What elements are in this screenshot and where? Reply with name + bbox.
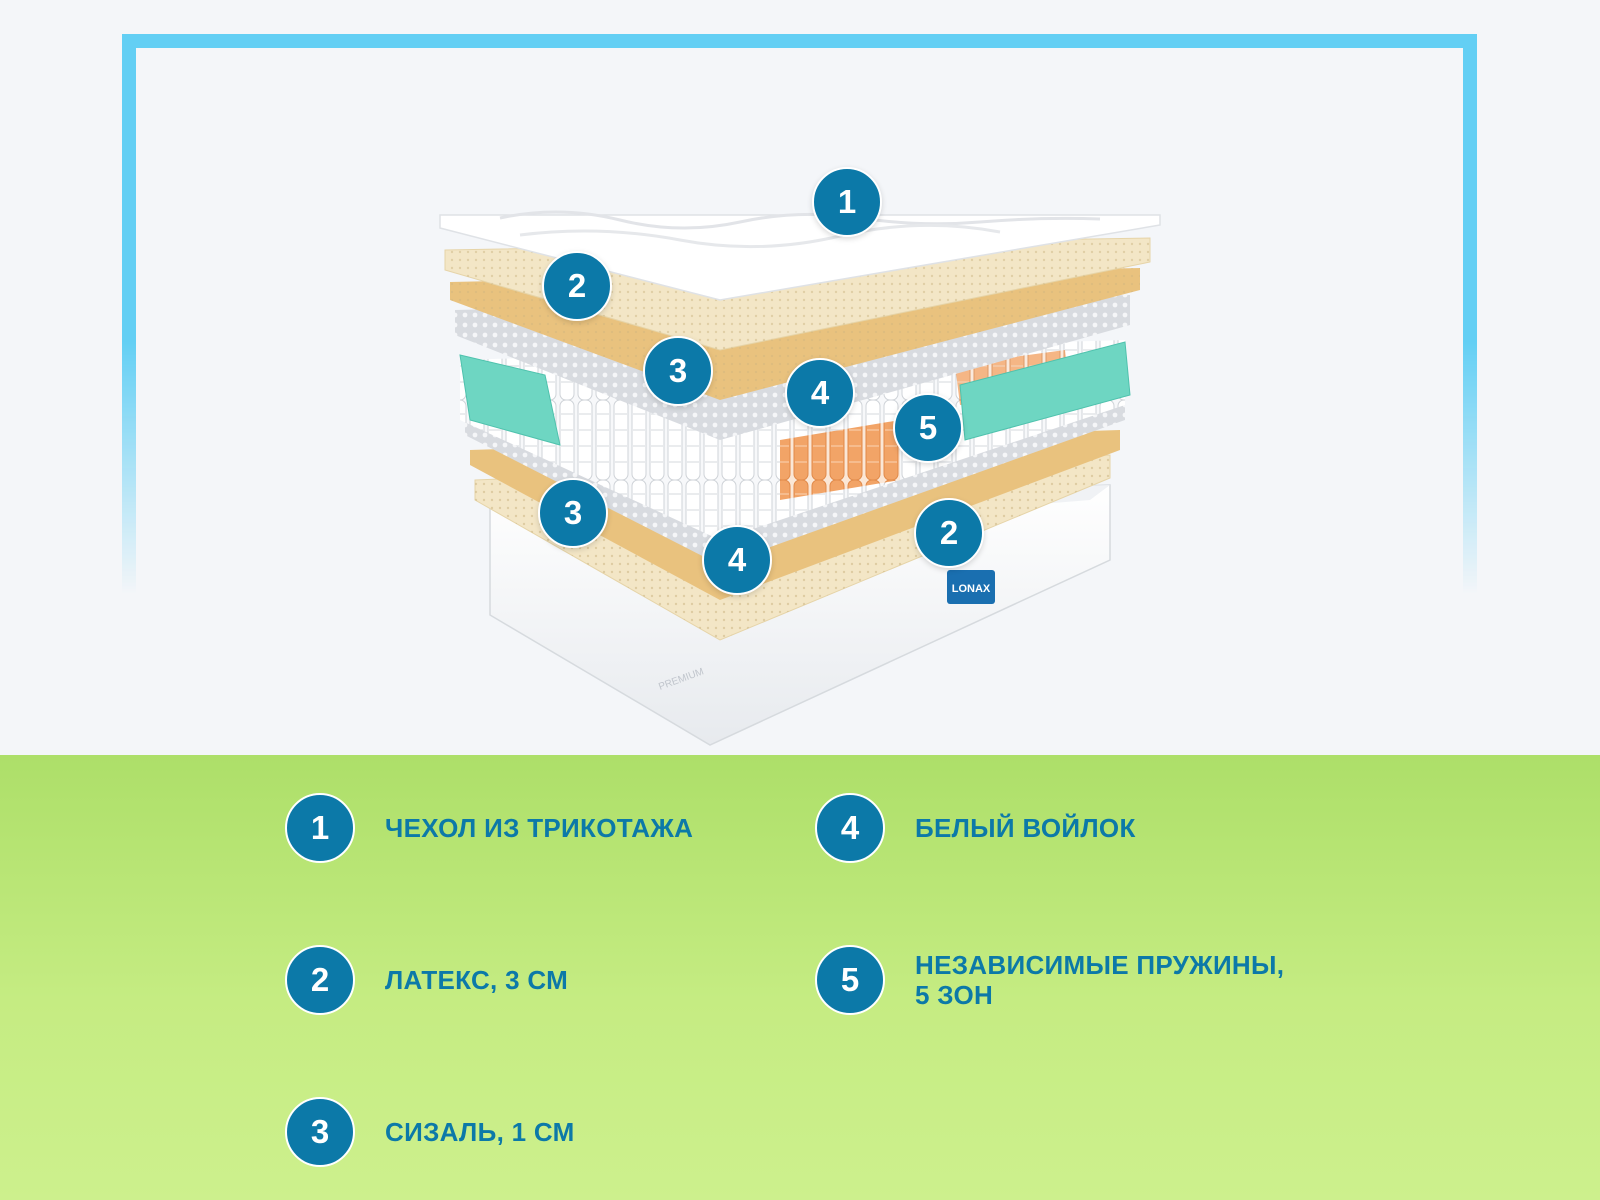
legend-item-1: 1 ЧЕХОЛ ИЗ ТРИКОТАЖА <box>285 793 693 863</box>
decorative-frame <box>122 34 1477 594</box>
legend-badge-5: 5 <box>815 945 885 1015</box>
legend-label-1: ЧЕХОЛ ИЗ ТРИКОТАЖА <box>385 813 694 843</box>
legend-label-5: НЕЗАВИСИМЫЕ ПРУЖИНЫ, 5 ЗОН <box>915 950 1284 1010</box>
brand-label <box>947 570 995 604</box>
legend-label-5-line1: НЕЗАВИСИМЫЕ ПРУЖИНЫ, <box>915 950 1285 980</box>
legend-item-3: 3 СИЗАЛЬ, 1 СМ <box>285 1097 575 1167</box>
legend-item-4: 4 БЕЛЫЙ ВОЙЛОК <box>815 793 1136 863</box>
legend-badge-1: 1 <box>285 793 355 863</box>
marker-4-top: 4 <box>785 358 855 428</box>
legend-label-2: ЛАТЕКС, 3 СМ <box>385 965 569 995</box>
marker-1: 1 <box>812 167 882 237</box>
legend-item-2: 2 ЛАТЕКС, 3 СМ <box>285 945 568 1015</box>
mattress-layers-illustration: LONAX PREMIUM <box>439 210 1161 746</box>
marker-2-top: 2 <box>542 251 612 321</box>
brand-text: LONAX <box>952 583 991 595</box>
legend-label-4: БЕЛЫЙ ВОЙЛОК <box>915 813 1136 843</box>
marker-2-bottom: 2 <box>914 498 984 568</box>
legend-item-5: 5 НЕЗАВИСИМЫЕ ПРУЖИНЫ, 5 ЗОН <box>815 945 1284 1015</box>
marker-3-top: 3 <box>643 336 713 406</box>
marker-4-bottom: 4 <box>702 525 772 595</box>
marker-3-bottom: 3 <box>538 478 608 548</box>
legend-badge-4: 4 <box>815 793 885 863</box>
legend-panel: 1 ЧЕХОЛ ИЗ ТРИКОТАЖА 2 ЛАТЕКС, 3 СМ 3 СИ… <box>0 755 1600 1200</box>
legend-label-3: СИЗАЛЬ, 1 СМ <box>385 1117 575 1147</box>
legend-badge-2: 2 <box>285 945 355 1015</box>
legend-badge-3: 3 <box>285 1097 355 1167</box>
legend-label-5-line2: 5 ЗОН <box>915 980 994 1010</box>
marker-5: 5 <box>893 393 963 463</box>
